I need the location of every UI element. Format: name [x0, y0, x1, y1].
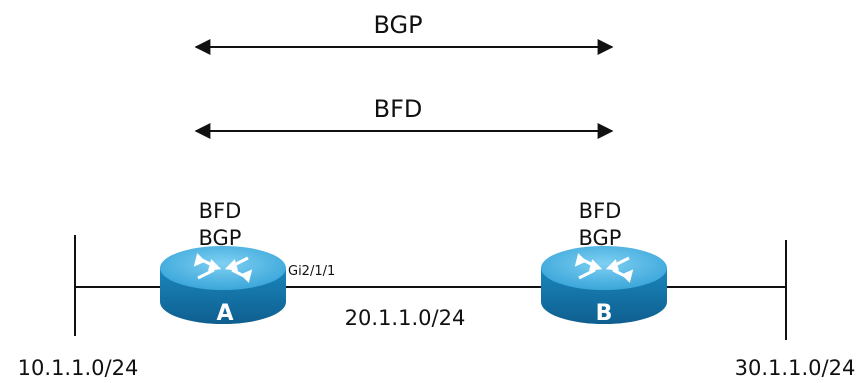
network-right-label: 30.1.1.0/24 [735, 356, 856, 380]
router-a-icon: A [160, 246, 286, 326]
router-b-icon: B [541, 246, 667, 326]
network-left-label: 10.1.1.0/24 [18, 356, 139, 380]
router-b-protocol-bfd: BFD [579, 199, 622, 223]
router-a-interface-label: Gi2/1/1 [288, 264, 335, 279]
router-a-name: A [216, 301, 233, 326]
bgp-session-label: BGP [373, 11, 422, 39]
router-a-protocol-bgp: BGP [199, 226, 242, 250]
bfd-session-label: BFD [374, 95, 423, 123]
router-a-protocol-bfd: BFD [199, 199, 242, 223]
network-middle-label: 20.1.1.0/24 [345, 306, 466, 330]
router-b-name: B [596, 301, 613, 326]
router-b-protocol-bgp: BGP [579, 226, 622, 250]
